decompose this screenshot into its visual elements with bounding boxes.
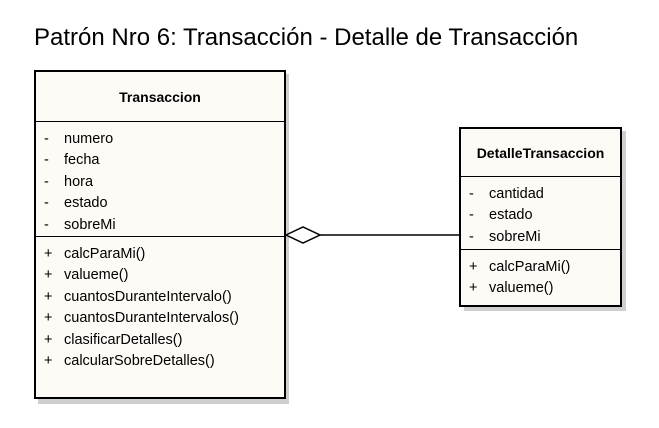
attribute-row: -cantidad xyxy=(461,183,620,205)
visibility-marker: - xyxy=(469,207,474,224)
visibility-marker: + xyxy=(44,310,53,327)
attribute-row: -numero xyxy=(36,128,284,150)
attribute-row: -estado xyxy=(461,205,620,227)
attribute-row: -sobreMi xyxy=(36,214,284,236)
class-transaccion[interactable]: Transaccion -numero -fecha -hora -estado… xyxy=(34,70,286,399)
operation-name: clasificarDetalles() xyxy=(64,331,183,348)
operation-name: valueme() xyxy=(489,280,554,297)
visibility-marker: + xyxy=(469,280,478,297)
class-name: DetalleTransaccion xyxy=(461,129,620,177)
operation-row: + cuantosDuranteIntervalos() xyxy=(36,308,284,330)
operation-name: cuantosDuranteIntervalos() xyxy=(64,310,239,327)
operation-row: + calcularSobreDetalles() xyxy=(36,351,284,373)
operation-row: + valueme() xyxy=(461,278,620,300)
operation-row: + calcParaMi() xyxy=(36,243,284,265)
attribute-name: cantidad xyxy=(489,185,544,202)
attributes-compartment: -cantidad -estado -sobreMi xyxy=(461,177,620,250)
attributes-compartment: -numero -fecha -hora -estado -sobreMi xyxy=(36,122,284,237)
operation-row: + cuantosDuranteIntervalo() xyxy=(36,286,284,308)
visibility-marker: + xyxy=(469,258,478,275)
operations-compartment: + calcParaMi() + valueme() + cuantosDurante… xyxy=(36,237,284,372)
operation-name: cuantosDuranteIntervalo() xyxy=(64,288,232,305)
visibility-marker: - xyxy=(44,152,49,169)
operations-compartment: + calcParaMi() + valueme() xyxy=(461,250,620,299)
visibility-marker: + xyxy=(44,245,53,262)
attribute-name: sobreMi xyxy=(489,228,541,245)
operation-row: + clasificarDetalles() xyxy=(36,329,284,351)
attribute-name: sobreMi xyxy=(64,216,116,233)
visibility-marker: - xyxy=(469,185,474,202)
visibility-marker: - xyxy=(469,228,474,245)
operation-name: valueme() xyxy=(64,267,129,284)
attribute-row: -sobreMi xyxy=(461,226,620,248)
visibility-marker: + xyxy=(44,288,53,305)
operation-name: calcParaMi() xyxy=(489,258,571,275)
visibility-marker: - xyxy=(44,173,49,190)
visibility-marker: + xyxy=(44,267,53,284)
class-name: Transaccion xyxy=(36,72,284,122)
attribute-name: hora xyxy=(64,173,94,190)
diagram-title: Patrón Nro 6: Transacción - Detalle de T… xyxy=(34,24,579,51)
operation-row: + calcParaMi() xyxy=(461,256,620,278)
attribute-name: numero xyxy=(64,130,114,147)
attribute-name: estado xyxy=(64,195,108,212)
attribute-row: -fecha xyxy=(36,150,284,172)
class-detalle-transaccion[interactable]: DetalleTransaccion -cantidad -estado -so… xyxy=(459,127,622,307)
aggregation-diamond-icon xyxy=(284,226,322,244)
operation-row: + valueme() xyxy=(36,265,284,287)
operation-name: calcParaMi() xyxy=(64,245,146,262)
attribute-row: -hora xyxy=(36,171,284,193)
visibility-marker: + xyxy=(44,353,53,370)
visibility-marker: - xyxy=(44,130,49,147)
attribute-name: estado xyxy=(489,207,533,224)
operation-name: calcularSobreDetalles() xyxy=(64,353,215,370)
visibility-marker: - xyxy=(44,195,49,212)
attribute-row: -estado xyxy=(36,193,284,215)
visibility-marker: - xyxy=(44,216,49,233)
attribute-name: fecha xyxy=(64,152,100,169)
visibility-marker: + xyxy=(44,331,53,348)
